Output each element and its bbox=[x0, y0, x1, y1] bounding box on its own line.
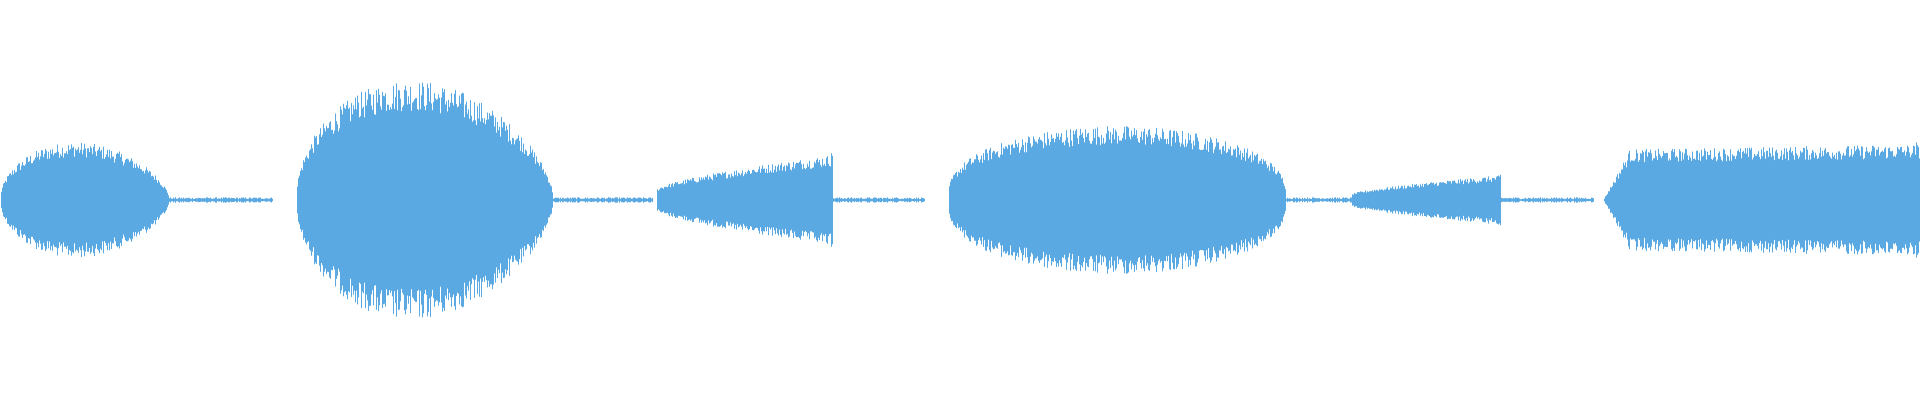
waveform-bars bbox=[1, 82, 1920, 318]
waveform-path bbox=[1, 82, 1920, 318]
